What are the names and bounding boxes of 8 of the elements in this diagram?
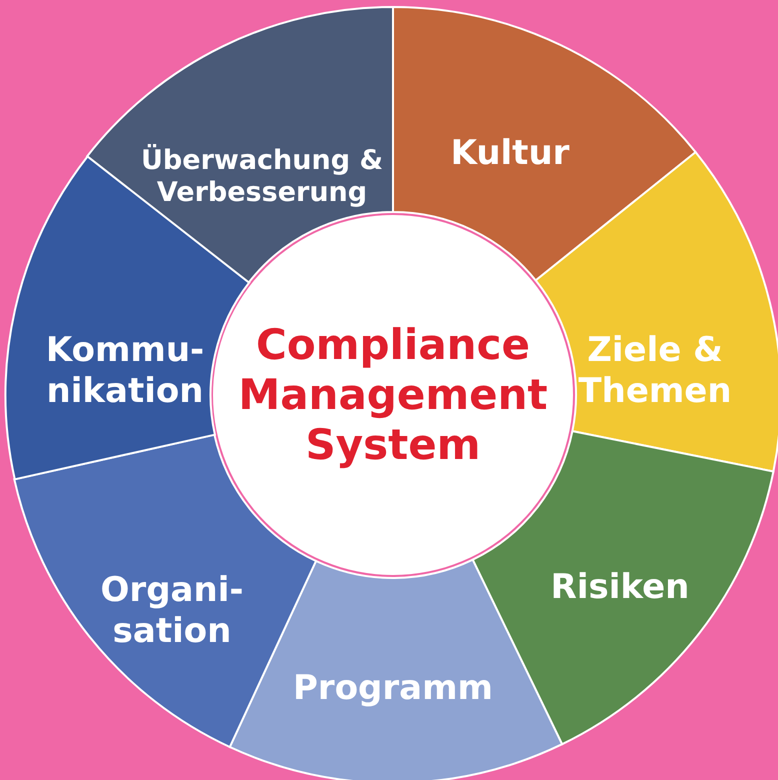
segment-label: Organi- sation — [100, 570, 244, 652]
segment-label: Programm — [292, 668, 494, 709]
segment-label: Kultur — [450, 133, 570, 174]
center-title: Compliance Management System — [237, 320, 549, 471]
segment-label: Überwachung & Verbesserung — [140, 145, 384, 210]
segment-label: Ziele & Themen — [577, 330, 733, 412]
segment-label: Risiken — [550, 567, 690, 608]
segment-label: Kommu- nikation — [44, 330, 206, 412]
